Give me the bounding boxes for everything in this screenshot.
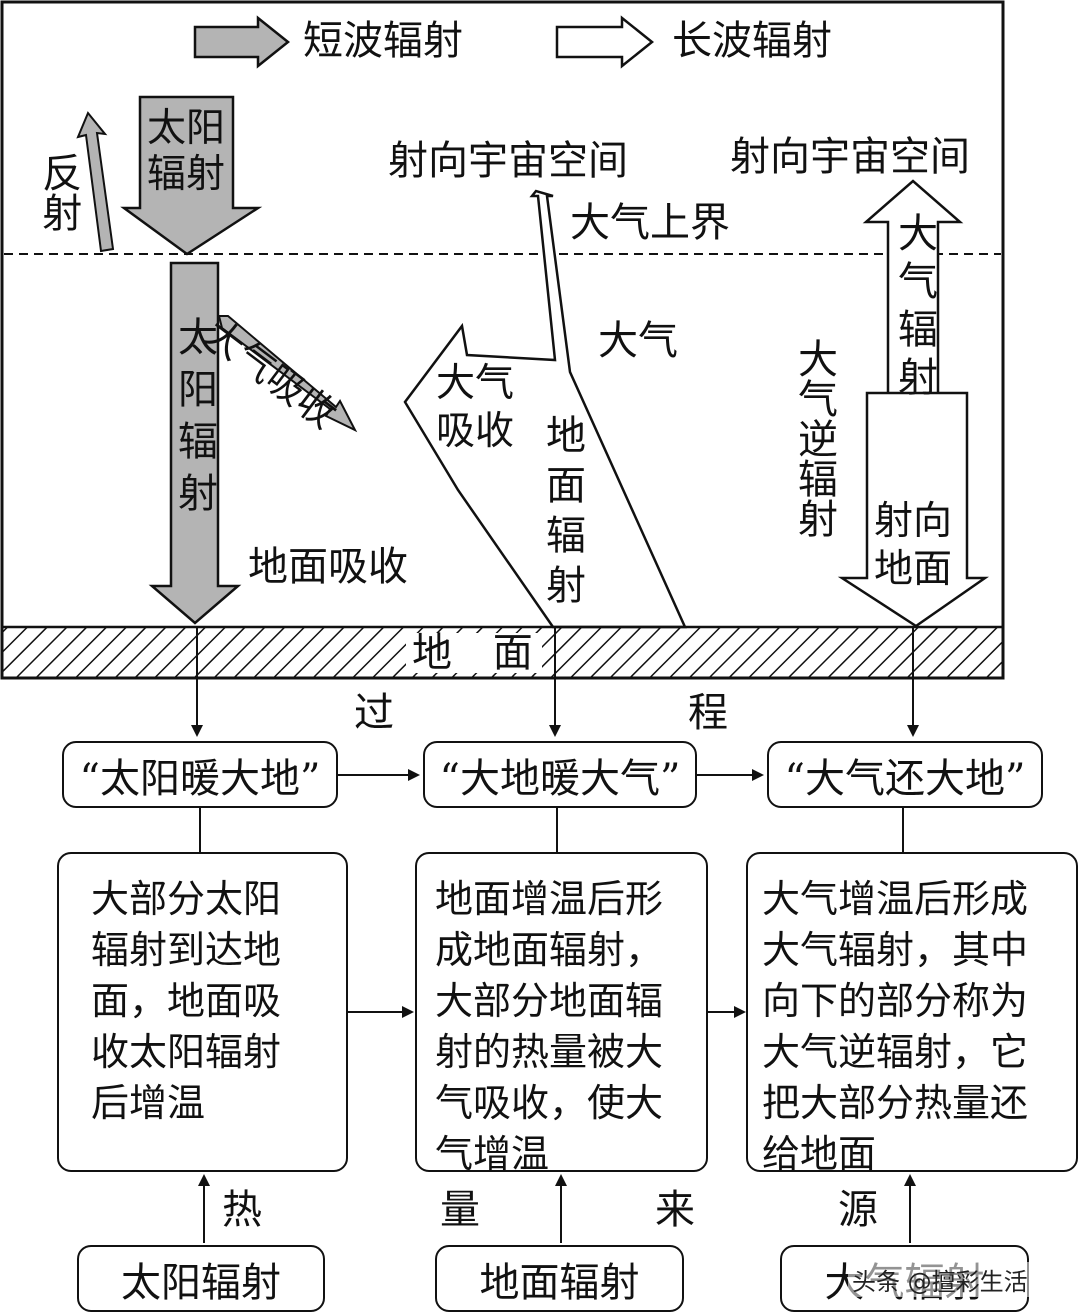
atmosphere-top-boundary-label: 大气上界 (570, 200, 730, 246)
process-label-left: 过 (354, 690, 394, 736)
heat-source-char-2: 量 (440, 1187, 480, 1233)
solar-radiation-lower-label: 太阳辐射 (171, 316, 217, 524)
atmosphere-absorb-solar-arrow (217, 315, 358, 433)
description-box-1: 大部分太阳 辐射到达地 面，地面吸 收太阳辐射 后增温 (57, 852, 348, 1172)
solar-radiation-arrow-top (120, 95, 263, 256)
legend-shortwave-label: 短波辐射 (303, 18, 463, 64)
heat-source-char-3: 来 (655, 1187, 695, 1233)
step-sun-warms-earth: “太阳暖大地” (62, 741, 338, 808)
legend-longwave-label: 长波辐射 (672, 18, 832, 64)
atmospheric-radiation-up-arrow (862, 179, 964, 425)
to-space-left-label: 射向宇宙空间 (388, 138, 628, 184)
toward-ground-label: 射向地面 (874, 499, 953, 592)
ground-label: 地 面 (412, 630, 547, 676)
legend-shortwave-arrow (193, 15, 291, 69)
counter-radiation-label: 大气逆辐射 (791, 338, 837, 538)
solar-radiation-arrow-lower (148, 261, 242, 625)
reflection-label: 反射 (35, 152, 82, 232)
source-solar-radiation: 太阳辐射 (77, 1245, 325, 1312)
step-earth-warms-atmosphere: “大地暖大气” (423, 741, 697, 808)
reflection-arrow (76, 111, 115, 253)
description-box-3: 大气增温后形成 大气辐射，其中 向下的部分称为 大气逆辐射，它 把大部分热量还 … (746, 852, 1078, 1172)
solar-radiation-top-label: 太阳辐射 (147, 106, 226, 197)
atmospheric-radiation-label: 大气辐射 (891, 212, 937, 404)
counter-radiation-arrow (837, 391, 989, 628)
to-space-right-label: 射向宇宙空间 (730, 134, 970, 180)
ground-absorb-label: 地面吸收 (248, 544, 408, 590)
heat-source-char-4: 源 (838, 1187, 878, 1233)
ground-radiation-arrow (403, 189, 687, 629)
step-atmosphere-returns-heat: “大气还大地” (767, 741, 1043, 808)
heat-source-char-1: 热 (222, 1187, 262, 1233)
watermark: 头条 @擅彩生活 (848, 1262, 1032, 1297)
atmosphere-absorb-ground-label: 大气吸收 (436, 361, 515, 454)
atmosphere-label: 大气 (598, 318, 678, 364)
ground-label-bg (406, 633, 542, 673)
process-label-right: 程 (688, 690, 728, 736)
ground-radiation-label: 地面辐射 (539, 414, 585, 614)
legend-longwave-arrow (555, 15, 655, 69)
source-ground-radiation: 地面辐射 (435, 1245, 684, 1312)
description-box-2: 地面增温后形 成地面辐射， 大部分地面辐 射的热量被大 气吸收，使大 气增温 (415, 852, 708, 1172)
